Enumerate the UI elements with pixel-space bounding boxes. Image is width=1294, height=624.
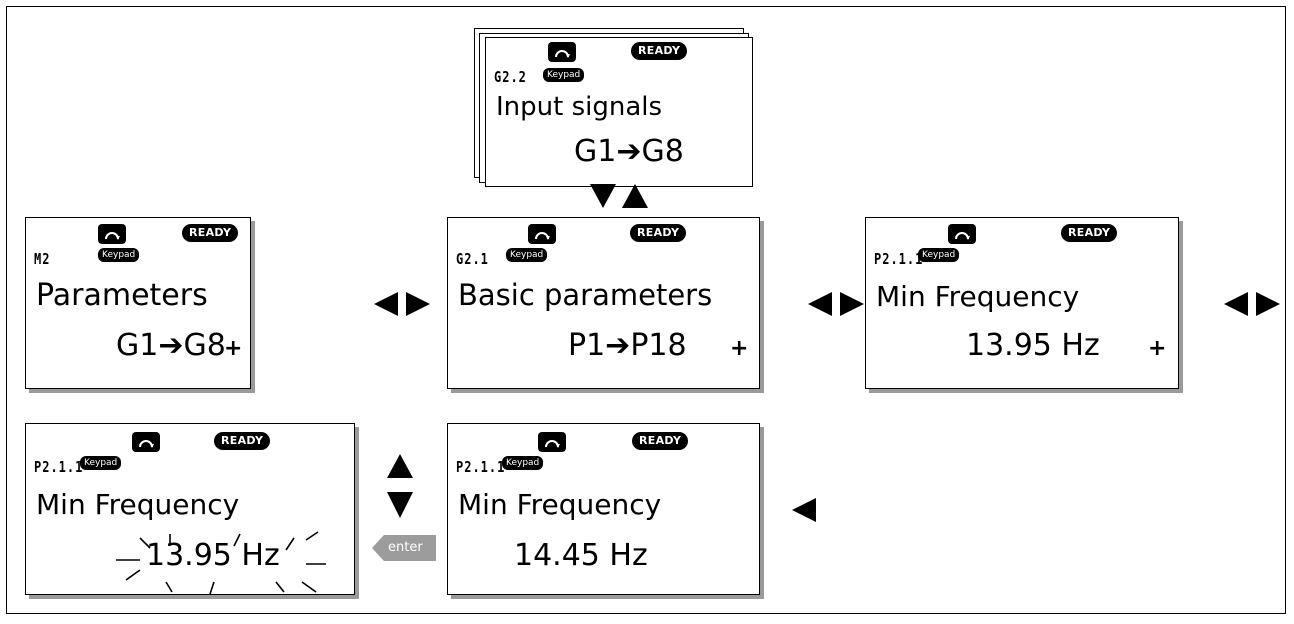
min-frequency-panel: READY P2.1.1 Keypad Min Frequency 13.95 …	[865, 217, 1179, 389]
left-right-arrows-icon	[808, 292, 864, 316]
ready-badge: READY	[630, 224, 687, 242]
panel-title: Basic parameters	[458, 278, 713, 312]
submenu-plus-icon: +	[730, 336, 749, 361]
panel-title: Min Frequency	[876, 280, 1080, 313]
panel-value: 13.95 Hz	[966, 328, 1100, 363]
ready-badge: READY	[632, 432, 689, 450]
ready-badge: READY	[1061, 224, 1118, 242]
menu-code: P2.1.1	[34, 458, 84, 476]
ready-badge: READY	[182, 224, 239, 242]
new-value-panel: READY P2.1.1 Keypad Min Frequency 14.45 …	[447, 423, 760, 595]
left-right-arrows-icon	[374, 292, 430, 316]
left-right-arrows-icon	[1224, 292, 1280, 316]
panel-value: P1➔P18	[568, 328, 687, 363]
keypad-badge: Keypad	[502, 456, 544, 470]
keypad-badge: Keypad	[543, 68, 585, 82]
blink-rays-icon	[116, 531, 326, 595]
menu-code: M2	[34, 250, 51, 268]
keypad-badge: Keypad	[506, 248, 548, 262]
panel-value: G1➔G8	[574, 134, 684, 169]
menu-code: P2.1.1	[874, 250, 924, 268]
edit-value-panel: READY P2.1.1 Keypad Min Frequency 13.95 …	[25, 423, 355, 595]
menu-code: G2.2	[494, 68, 527, 86]
panel-value: 14.45 Hz	[514, 538, 648, 573]
panel-title: Input signals	[496, 92, 663, 122]
left-arrow-icon	[792, 498, 816, 522]
keypad-badge: Keypad	[918, 248, 960, 262]
panel-title: Parameters	[36, 278, 208, 313]
ready-badge: READY	[631, 42, 688, 60]
panel-value-blinking: 13.95 Hz	[146, 538, 280, 573]
keypad-badge: Keypad	[98, 248, 140, 262]
panel-title: Min Frequency	[36, 488, 240, 521]
enter-key-icon: enter	[372, 533, 436, 563]
basic-parameters-panel: READY G2.1 Keypad Basic parameters P1➔P1…	[447, 217, 760, 389]
submenu-plus-icon: +	[1148, 336, 1167, 361]
panel-value: G1➔G8	[116, 328, 226, 363]
rotation-icon	[538, 432, 566, 452]
rotation-icon	[98, 224, 126, 244]
rotation-icon	[528, 224, 556, 244]
keypad-badge: Keypad	[80, 456, 122, 470]
rotation-icon	[548, 42, 576, 62]
rotation-icon	[948, 224, 976, 244]
parameters-panel: READY M2 Keypad Parameters G1➔G8 +	[25, 217, 251, 389]
menu-code: P2.1.1	[456, 458, 506, 476]
panel-title: Min Frequency	[458, 488, 662, 521]
enter-key-label: enter	[388, 540, 423, 555]
rotation-icon	[132, 432, 160, 452]
up-down-arrows-icon	[387, 454, 413, 518]
submenu-plus-icon: +	[224, 336, 243, 361]
menu-code: G2.1	[456, 250, 489, 268]
input-signals-panel: READY G2.2 Keypad Input signals G1➔G8	[485, 37, 753, 187]
diagram-frame	[6, 6, 1286, 614]
ready-badge: READY	[214, 432, 271, 450]
down-up-arrows-icon	[590, 184, 648, 208]
